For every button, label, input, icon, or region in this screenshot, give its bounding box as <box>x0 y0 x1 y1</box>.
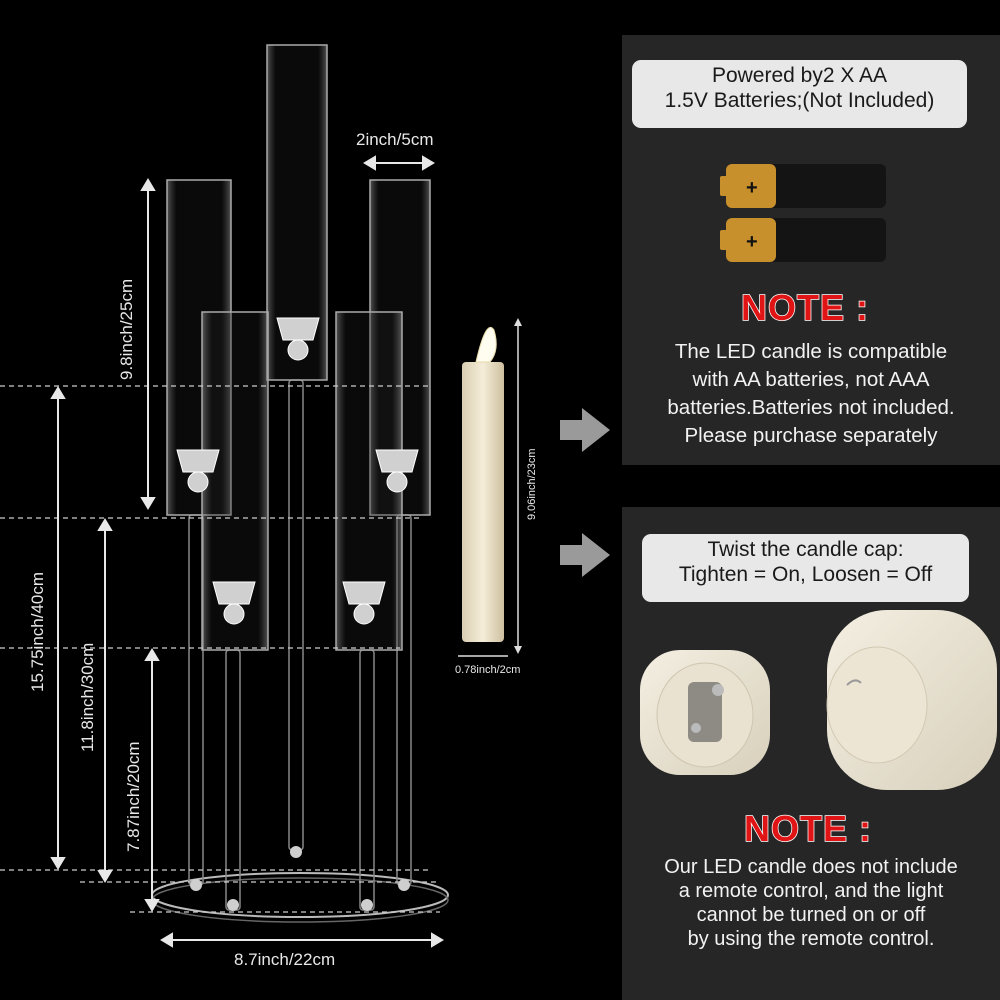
tube-diameter-label: 2inch/5cm <box>356 130 434 149</box>
svg-text:+: + <box>746 231 758 253</box>
note-line: with AA batteries, not AAA <box>692 368 930 391</box>
total-height-label: 15.75inch/40cm <box>28 571 47 692</box>
aa-battery-icons: + + <box>720 164 886 262</box>
switch-pill-line1: Twist the candle cap: <box>707 538 904 561</box>
candle-height-label: 9.06inch/23cm <box>526 448 538 520</box>
tube-height-label: 9.8inch/25cm <box>117 278 136 380</box>
note-label: NOTE : <box>743 807 872 850</box>
note-line: by using the remote control. <box>687 928 935 950</box>
note-line: batteries.Batteries not included. <box>667 396 955 419</box>
battery-pill-line1: Powered by2 X AA <box>711 64 888 87</box>
note-line: Our LED candle does not include <box>664 856 958 878</box>
led-candle-illustration <box>458 318 522 657</box>
note-label: NOTE : <box>740 286 869 329</box>
candelabra-illustration <box>0 44 610 948</box>
battery-note-text: The LED candle is compatible with AA bat… <box>622 338 1000 450</box>
candle-diameter-label: 0.78inch/2cm <box>455 664 521 676</box>
remote-note-text: Our LED candle does not include a remote… <box>622 855 1000 951</box>
switch-pill-line2: Tighten = On, Loosen = Off <box>678 563 933 586</box>
battery-pill-line2: 1.5V Batteries;(Not Included) <box>664 89 935 112</box>
note-line: Please purchase separately <box>684 424 938 447</box>
note-line: cannot be turned on or off <box>696 904 926 926</box>
note-line: a remote control, and the light <box>678 880 944 902</box>
candle-cap-photo <box>640 610 997 790</box>
tier-height-lower-label: 7.87inch/20cm <box>124 741 143 852</box>
base-width-label: 8.7inch/22cm <box>234 950 336 969</box>
note-line: The LED candle is compatible <box>674 340 948 363</box>
tier-height-upper-label: 11.8inch/30cm <box>78 642 97 752</box>
battery-pill: Powered by2 X AA 1.5V Batteries;(Not Inc… <box>632 60 967 128</box>
svg-text:+: + <box>746 177 758 199</box>
switch-pill: Twist the candle cap: Tighten = On, Loos… <box>642 534 969 602</box>
battery-icon: + <box>720 164 886 208</box>
battery-icon: + <box>720 218 886 262</box>
